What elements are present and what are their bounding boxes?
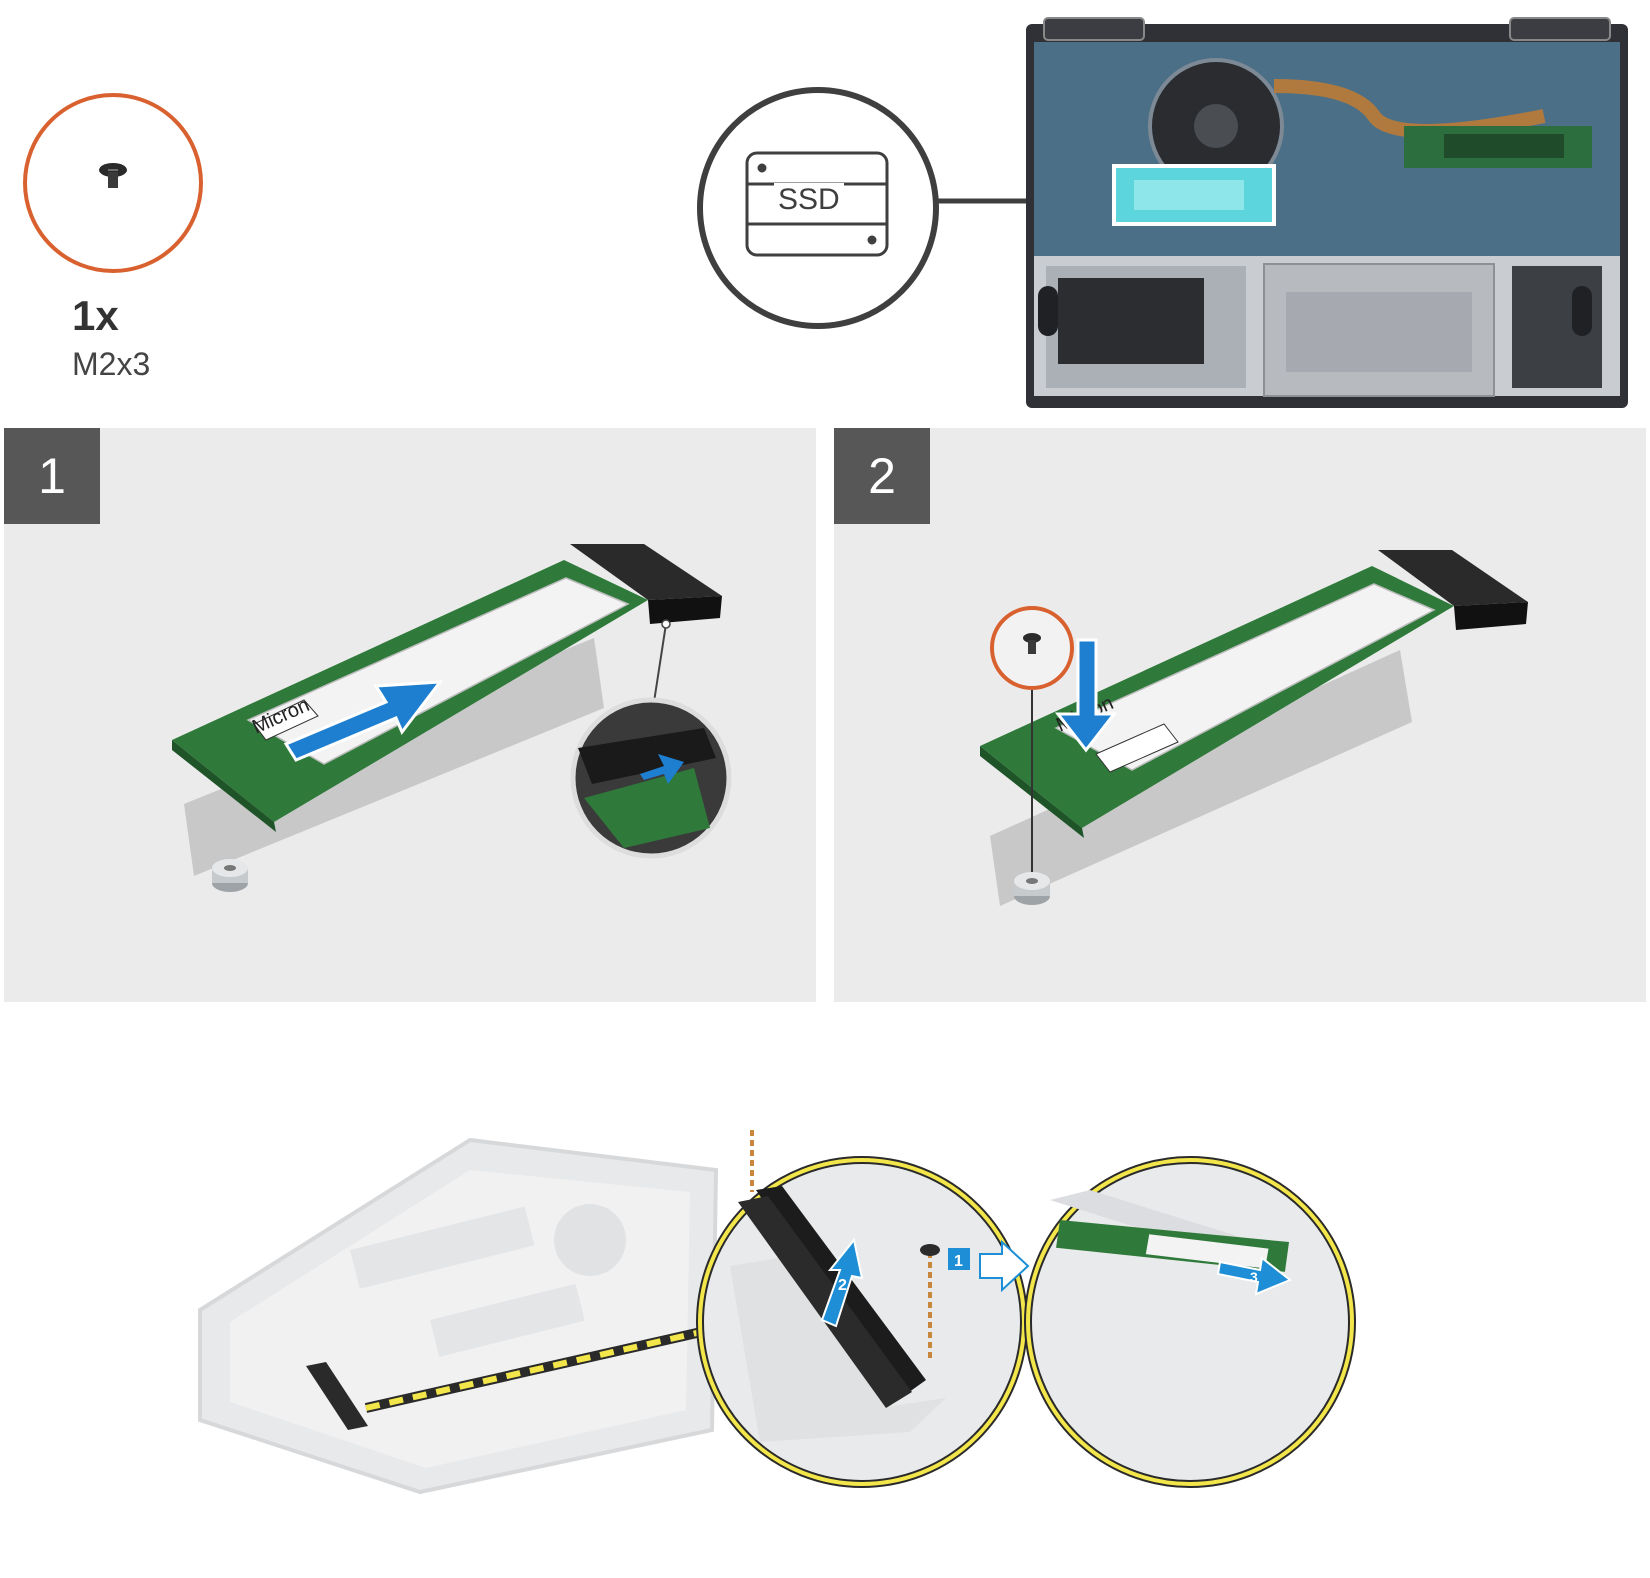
zoom-circle-ssd: 3: [1024, 1156, 1356, 1488]
step-c-marker: 3: [1250, 1269, 1258, 1285]
screw-quantity: 1x: [72, 292, 119, 339]
slide-in-arrow-icon: [283, 680, 444, 762]
lift-arrow-icon: [820, 1237, 864, 1328]
step-1-number: 1: [4, 428, 100, 524]
standoff-icon: [212, 859, 248, 892]
step-b-marker: 2: [838, 1277, 847, 1294]
card-shadow: [184, 638, 604, 876]
removal-illustration: 2 1 3: [198, 1130, 1356, 1495]
shield-screw-top: [750, 1130, 754, 1192]
ssd-icon-label: SSD: [774, 183, 844, 217]
connector-detail-zoom: [570, 697, 732, 859]
step-2-number: 2: [834, 428, 930, 524]
step-1-panel: 1 Micron: [4, 428, 816, 1002]
m2-connector: [1378, 550, 1528, 606]
laptop-base-top-view: [1026, 17, 1628, 408]
screw-type-label: M2x3: [72, 346, 151, 382]
screw-icon: [99, 163, 127, 188]
card-shadow: [990, 650, 1412, 906]
step-1-illustration: Micron: [172, 544, 732, 892]
shield-screw-bottom: [920, 1244, 940, 1362]
press-down-arrow-icon: [1054, 638, 1118, 753]
screw-ring: [23, 93, 203, 273]
slide-out-arrow-icon: [1216, 1256, 1292, 1296]
step-2-illustration: Micron: [980, 550, 1528, 906]
standoff-icon: [1014, 872, 1050, 905]
step-a-marker: 1: [954, 1253, 963, 1270]
step-2-panel: 2 Micron: [834, 428, 1646, 1002]
transition-arrow-icon: [979, 1239, 1030, 1293]
ssd-shield-small: [306, 1362, 368, 1430]
m2-connector: [570, 544, 722, 600]
screw-callout-ring: [990, 606, 1074, 690]
zoom-circle-shield: 2: [696, 1130, 1028, 1488]
step-a-marker-box: [948, 1248, 970, 1270]
faded-laptop-base: [198, 1137, 719, 1495]
